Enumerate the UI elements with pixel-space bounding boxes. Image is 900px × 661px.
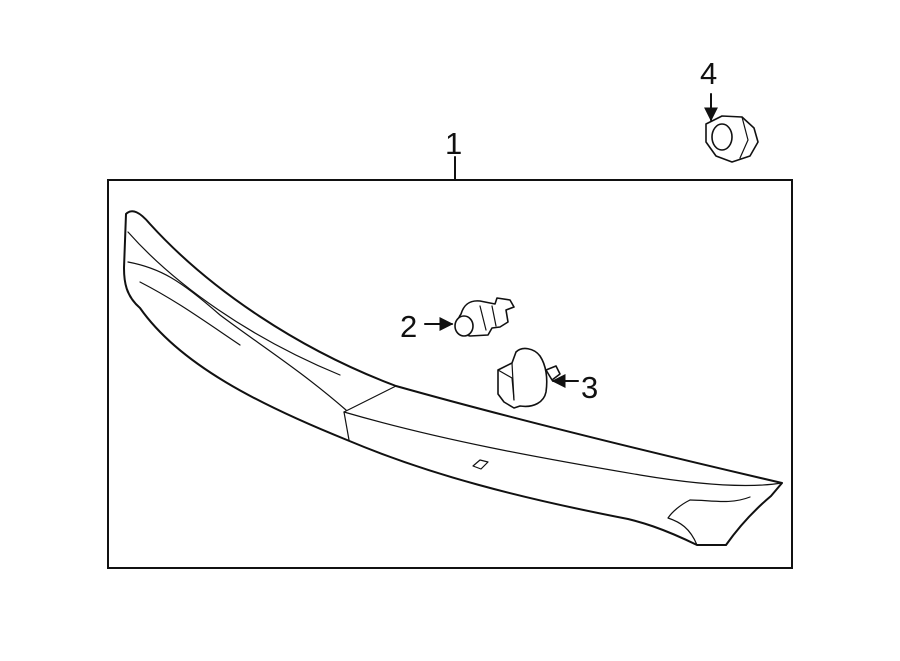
callout-2-label: 2 bbox=[400, 309, 417, 344]
callout-3-label: 3 bbox=[581, 370, 598, 405]
clip-part-2 bbox=[454, 297, 515, 337]
callout-4-label: 4 bbox=[700, 56, 717, 91]
spoiler-part bbox=[123, 210, 783, 546]
callout-1-label: 1 bbox=[445, 126, 462, 161]
clip-part-3 bbox=[497, 347, 561, 409]
nut-part-4 bbox=[705, 115, 759, 163]
assembly-frame bbox=[107, 179, 793, 569]
